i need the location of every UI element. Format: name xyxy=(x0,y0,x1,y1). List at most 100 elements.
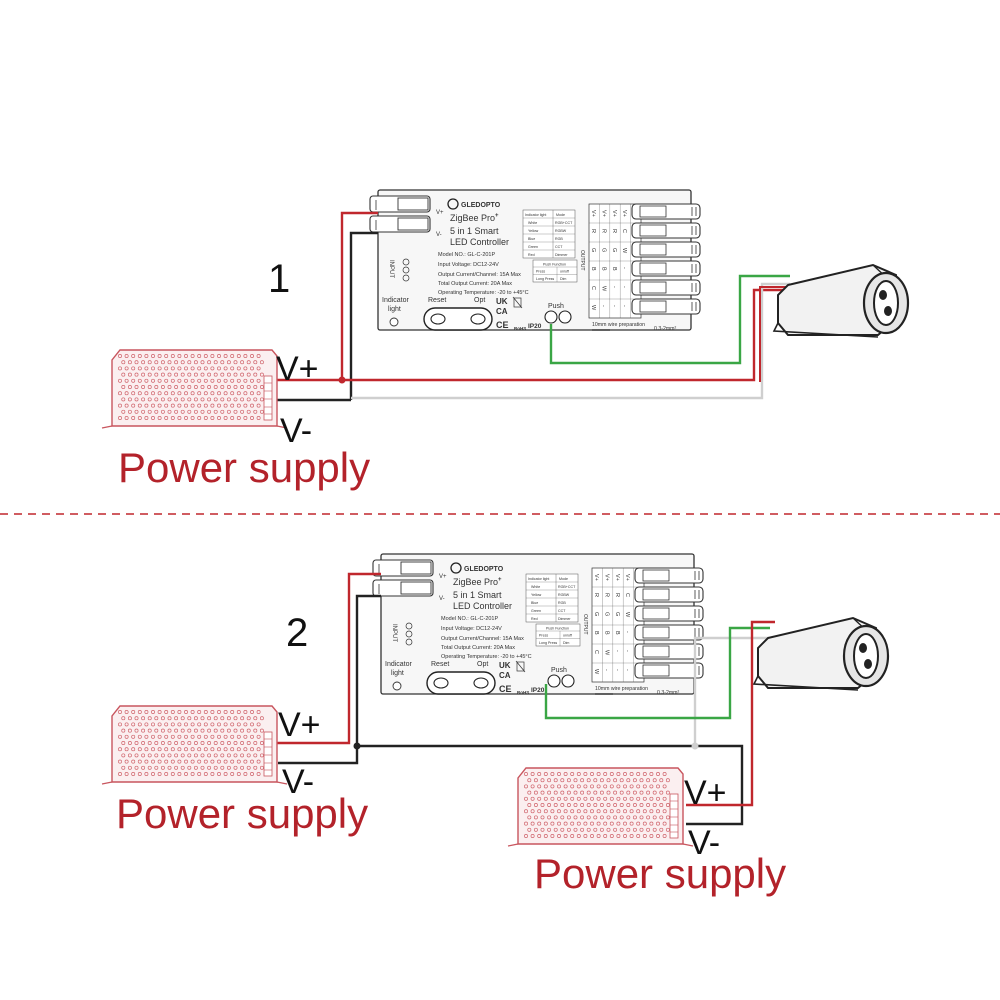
ctrl2-terminal-label: V+ xyxy=(603,574,609,581)
ctrl1-push-button-2[interactable] xyxy=(558,310,572,324)
ctrl1-mode-row-mode: RGB+CCT xyxy=(555,221,573,225)
ctrl2-reset-opt-buttons[interactable] xyxy=(426,671,496,695)
ctrl2-wire-prep: 10mm wire preparation xyxy=(595,686,648,692)
ctrl2-indicator-label-2: light xyxy=(391,670,404,677)
ctrl1-name-line2: LED Controller xyxy=(450,237,509,247)
ctrl2-mode-row-light: Yellow xyxy=(531,593,542,597)
ctrl1-push-button[interactable] xyxy=(544,310,558,324)
ctrl1-output-label: OUTPUT xyxy=(579,250,585,271)
ctrl2-terminal-label: G xyxy=(614,612,620,616)
ctrl2-uk-mark: UK xyxy=(499,661,511,670)
ctrl1-push-row-action: Press xyxy=(536,270,545,274)
ctrl1-temperature: Operating Temperature: -20 to +45°C xyxy=(438,290,529,296)
ctrl1-terminal-label: G xyxy=(600,248,606,252)
ctrl1-terminal-label: R xyxy=(590,229,596,233)
ctrl2-mode-row-mode: RGB xyxy=(558,601,566,605)
ctrl2-push-button-2[interactable] xyxy=(561,674,575,688)
ctrl2-push-row-action: Long Press xyxy=(539,641,557,645)
ctrl2-terminal-label: W xyxy=(603,650,609,656)
red-wire-input-2 xyxy=(276,572,381,745)
ctrl1-opt-button[interactable] xyxy=(470,313,486,325)
ctrl1-terminal-label: B xyxy=(590,267,596,271)
ctrl1-mode-row-light: Green xyxy=(528,245,538,249)
ctrl1-terminal-label: C xyxy=(590,286,596,290)
ctrl1-push-row-function: Dim xyxy=(560,277,566,281)
svg-text:V-: V- xyxy=(439,596,445,602)
ctrl2-mode-row-mode: Dimmer xyxy=(558,617,571,621)
ctrl2-terminal-label: G xyxy=(603,612,609,616)
ctrl2-push-row-action: Press xyxy=(539,634,548,638)
ctrl1-terminal-label: - xyxy=(611,286,617,288)
green-wire xyxy=(549,274,790,365)
psu-vplus-label: V+ xyxy=(276,350,319,388)
ctrl1-terminal-label: R xyxy=(611,229,617,233)
power-supply-1 xyxy=(101,349,288,429)
ctrl2-terminal-label: V+ xyxy=(593,574,599,581)
ctrl2-ce-mark: CE xyxy=(499,684,512,694)
ctrl1-push-label: Push xyxy=(548,303,564,310)
psu-b-caption: Power supply xyxy=(534,850,786,897)
ctrl1-terminal-label: W xyxy=(590,305,596,311)
gray-wire-2 xyxy=(693,636,770,746)
ctrl1-ip-rating: IP20 xyxy=(528,323,542,330)
ctrl2-terminal-label: W xyxy=(593,669,599,675)
ctrl1-mode-row-mode: CCT xyxy=(555,245,563,249)
ctrl1-terminal-label: W xyxy=(600,286,606,292)
ctrl2-ip-rating: IP20 xyxy=(531,687,545,694)
ctrl2-name-line1: 5 in 1 Smart xyxy=(453,590,502,600)
ctrl2-push-row-function: on/off xyxy=(563,634,572,638)
ctrl2-terminal-label: R xyxy=(614,593,620,597)
ctrl1-rohs-mark: RoHS xyxy=(514,326,526,331)
ctrl1-total-current: Total Output Current: 20A Max xyxy=(438,281,512,287)
ctrl1-terminal-label: C xyxy=(621,229,627,233)
ctrl2-terminal-label: - xyxy=(614,669,620,671)
black-wire-input-2 xyxy=(278,594,381,765)
ctrl2-brand: GLEDOPTO xyxy=(464,566,504,573)
red-wire-psu2 xyxy=(686,620,775,807)
ctrl2-terminal-label: - xyxy=(624,669,630,671)
svg-text:Indicator light: Indicator light xyxy=(525,213,546,217)
ctrl2-terminal-label: B xyxy=(593,631,599,635)
ctrl2-mode-row-mode: CCT xyxy=(558,609,566,613)
ctrl1-push-row-action: Long Press xyxy=(536,277,554,281)
psu-a-vplus-label: V+ xyxy=(278,706,321,744)
ctrl2-terminal-label: B xyxy=(603,631,609,635)
ctrl1-reset-label: Reset xyxy=(428,297,446,304)
ctrl1-mode-row-light: Blue xyxy=(528,237,535,241)
ctrl1-terminal-label: - xyxy=(621,267,627,269)
ctrl2-push-button[interactable] xyxy=(547,674,561,688)
ctrl1-product-line: ZigBee Pro+ xyxy=(450,213,499,223)
ctrl1-indicator-light xyxy=(389,317,399,327)
svg-text:Indicator light: Indicator light xyxy=(528,577,549,581)
ctrl1-terminal-label: B xyxy=(611,267,617,271)
psu-a-vminus-label: V- xyxy=(282,763,314,801)
ctrl1-reset-opt-buttons[interactable] xyxy=(423,307,493,331)
svg-text:Mode: Mode xyxy=(559,577,568,581)
ctrl2-push-table-title: Push Function xyxy=(546,627,569,631)
ctrl1-push-row-function: on/off xyxy=(560,270,569,274)
ctrl2-terminal-label: G xyxy=(593,612,599,616)
ctrl2-ca-mark: CA xyxy=(499,671,511,680)
ctrl1-reset-button[interactable] xyxy=(430,313,446,325)
ctrl2-reset-button[interactable] xyxy=(433,677,449,689)
ctrl2-output-current: Output Current/Channel: 15A Max xyxy=(441,636,524,642)
black-wire-common xyxy=(357,744,744,826)
power-supply-2a xyxy=(101,705,288,785)
ctrl1-terminal-label: - xyxy=(621,286,627,288)
ctrl1-terminal-label: W xyxy=(621,248,627,254)
ctrl2-mode-row-mode: RGB+CCT xyxy=(558,585,576,589)
ctrl2-model: Model NO.: GL-C-201P xyxy=(441,616,498,622)
ctrl2-indicator-label: Indicator xyxy=(385,661,413,668)
ctrl1-push-table-title: Push Function xyxy=(543,263,566,267)
psu-a-caption: Power supply xyxy=(116,790,368,837)
red-wire-input xyxy=(340,211,378,380)
ctrl1-opt-label: Opt xyxy=(474,297,485,304)
psu-vminus-label: V- xyxy=(280,412,312,450)
ctrl1-terminal-label: - xyxy=(611,305,617,307)
ctrl2-opt-button[interactable] xyxy=(473,677,489,689)
ctrl2-input-voltage: Input Voltage: DC12-24V xyxy=(441,626,502,632)
